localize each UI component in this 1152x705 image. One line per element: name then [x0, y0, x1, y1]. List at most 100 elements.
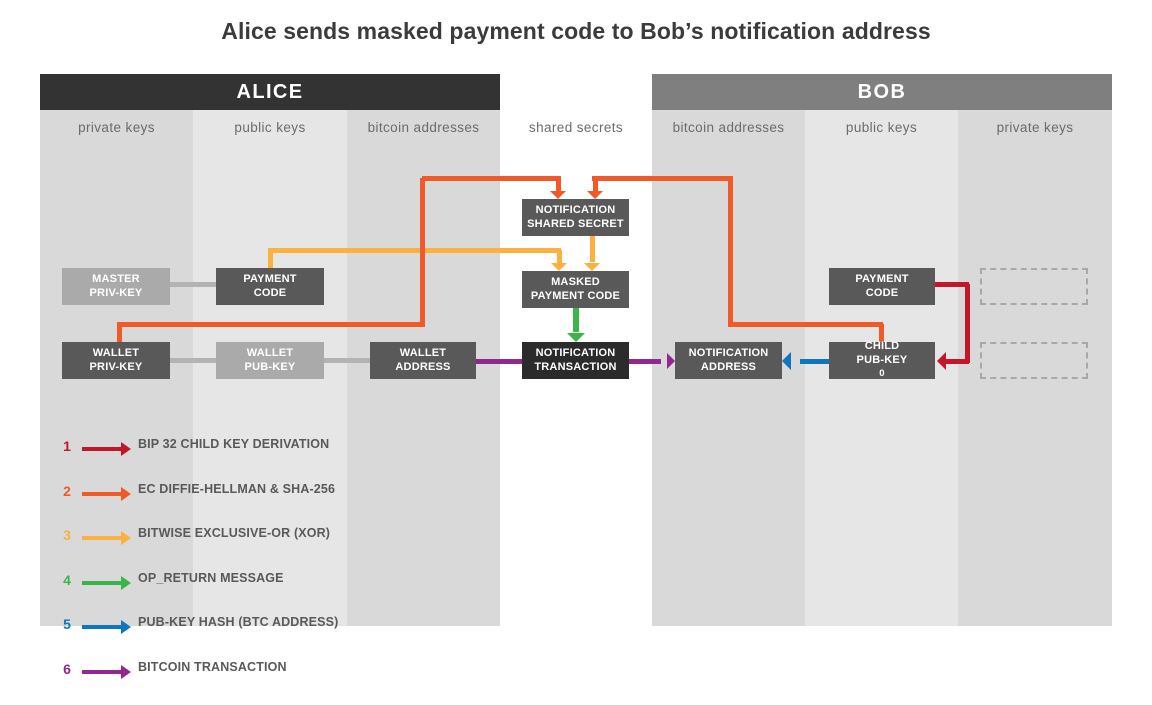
connector-segment [589, 236, 595, 262]
connector-arrowhead [587, 191, 603, 199]
node-label-line: ADDRESS [700, 360, 757, 373]
connector-segment [116, 324, 122, 344]
legend-line-swatch [82, 536, 122, 540]
legend-number: 3 [63, 527, 71, 543]
node-label-line: CODE [865, 286, 899, 299]
node-label-line: PUB-KEY 0 [856, 353, 908, 380]
connector-segment [573, 308, 579, 332]
node-label-line: MASTER [92, 273, 140, 285]
party-header-bob: BOB [652, 74, 1112, 110]
node-label-line: WALLET [399, 347, 447, 359]
connector-arrowhead [937, 352, 946, 370]
node-label-line: PAYMENT [855, 273, 909, 285]
connector-segment [117, 321, 425, 327]
connector-arrowhead [551, 263, 567, 271]
legend-arrow-icon [121, 531, 131, 545]
party-name: ALICE [236, 80, 304, 103]
connector-segment [934, 281, 969, 287]
column-label: public keys [234, 120, 306, 135]
node-label-line: CODE [253, 286, 287, 299]
connector-arrowhead [567, 333, 585, 342]
party-name: BOB [857, 80, 907, 103]
connector-segment [170, 281, 216, 287]
legend-label: OP_RETURN MESSAGE [138, 570, 284, 585]
connector-segment [964, 284, 970, 363]
connector-segment [555, 180, 561, 192]
legend-label: PUB-KEY HASH (BTC ADDRESS) [138, 615, 339, 629]
legend-arrow-icon [121, 575, 131, 590]
node-label-line: PRIV-KEY [89, 360, 143, 373]
legend-arrow-icon [121, 486, 131, 501]
node-label-line: NOTIFICATION [535, 204, 616, 216]
connector-segment [592, 180, 598, 192]
connector-segment [170, 357, 216, 363]
connector-segment [629, 358, 661, 364]
connector-segment [800, 358, 829, 364]
legend-label: BITCOIN TRANSACTION [138, 659, 287, 674]
column-label: bitcoin addresses [672, 120, 785, 135]
node-label-line: PRIV-KEY [89, 286, 143, 299]
column-label: shared secrets [528, 120, 624, 135]
legend-number: 5 [63, 616, 71, 632]
node-label-line: PAYMENT [243, 273, 297, 285]
legend-line-swatch [82, 669, 122, 674]
node-label-line: WALLET [246, 347, 294, 359]
node-label-line: PUB-KEY [244, 360, 296, 373]
connector-segment [878, 324, 884, 344]
connector-segment [324, 357, 370, 363]
column-label: private keys [996, 120, 1074, 135]
connector-segment [419, 178, 425, 326]
column-label: private keys [78, 120, 155, 135]
connector-segment [422, 175, 561, 181]
node-label-line: ADDRESS [395, 360, 451, 373]
node-label-line: PAYMENT CODE [530, 289, 621, 302]
legend-arrow-icon [121, 442, 131, 456]
legend-label: EC DIFFIE-HELLMAN & SHA-256 [138, 481, 336, 496]
connector-segment [728, 321, 883, 327]
legend-line-swatch [82, 625, 122, 629]
legend-line-swatch [82, 447, 122, 451]
column-label: bitcoin addresses [367, 120, 480, 135]
node-bob-priv-placeholder-2 [980, 342, 1088, 379]
legend-number: 2 [63, 482, 71, 499]
legend-number: 6 [63, 660, 71, 677]
connector-arrowhead [584, 263, 600, 271]
legend-arrow-icon [121, 620, 131, 634]
connector-segment [727, 178, 733, 326]
connector-arrowhead [667, 353, 675, 369]
connector-segment [268, 247, 561, 253]
legend-arrow-icon [121, 664, 131, 679]
legend-line-swatch [82, 491, 122, 496]
node-label-line: NOTIFICATION [535, 347, 616, 359]
connector-arrowhead [550, 191, 566, 199]
node-label-line: NOTIFICATION [688, 347, 769, 359]
connector-arrowhead [782, 352, 791, 370]
page-title: Alice sends masked payment code to Bob’s… [221, 18, 931, 44]
connector-segment [592, 175, 733, 181]
legend-label: BIP 32 CHILD KEY DERIVATION [138, 437, 330, 451]
node-bob-priv-placeholder-1 [980, 268, 1088, 305]
node-label-line: TRANSACTION [534, 360, 617, 373]
legend-line-swatch [82, 580, 122, 585]
connector-segment [267, 250, 273, 270]
party-header-alice: ALICE [40, 74, 500, 110]
legend-number: 1 [63, 438, 71, 454]
connector-segment [556, 250, 562, 263]
node-label-line: CHILD [864, 340, 900, 353]
connector-segment [476, 358, 522, 364]
column-label: public keys [845, 120, 918, 135]
diagram-canvas: Alice sends masked payment code to Bob’s… [40, 18, 1112, 679]
node-label-line: SHARED SECRET [527, 217, 624, 230]
connector-segment [946, 358, 969, 364]
legend-number: 4 [63, 571, 71, 588]
